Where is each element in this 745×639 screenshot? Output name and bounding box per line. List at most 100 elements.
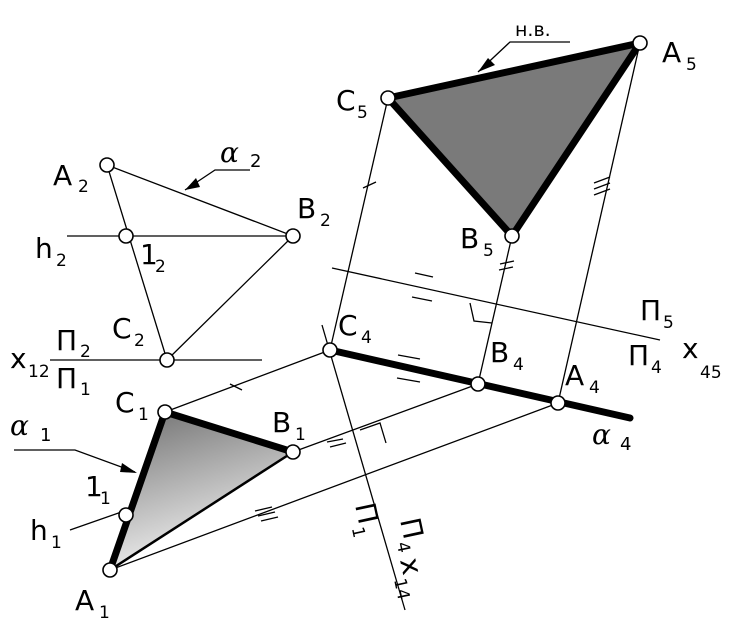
label-alpha4-sub: 4 [620, 434, 631, 455]
label-pi2-sub: 2 [80, 342, 91, 362]
tick-mark [257, 511, 276, 517]
triangle-abc-5-fill [388, 43, 640, 236]
tick-mark [229, 383, 243, 391]
label-a4-sub: 4 [589, 378, 600, 398]
tick-mark [593, 188, 611, 196]
label-alpha1-sub: 1 [40, 425, 51, 446]
label-c4: C [338, 309, 358, 342]
label-x14: x [393, 555, 429, 578]
tick-mark [411, 296, 433, 302]
point-a5 [632, 35, 648, 51]
frontal-projection [50, 157, 301, 368]
label-1-2-sub: 2 [155, 257, 166, 277]
label-h2-sub: 2 [56, 251, 67, 271]
point-b1 [285, 444, 301, 460]
label-h1: h [30, 514, 48, 547]
projector-a [109, 402, 559, 571]
label-c1: C [115, 386, 135, 419]
label-a1: A [75, 584, 94, 617]
label-c1-sub: 1 [138, 405, 149, 425]
label-1-2: 1 [140, 238, 158, 271]
alpha1-leader [14, 449, 136, 473]
label-a4: A [565, 359, 584, 392]
label-c5-sub: 5 [357, 103, 368, 123]
label-true-size: н.в. [515, 19, 551, 41]
label-b4-sub: 4 [513, 355, 524, 375]
triangle-abc-1-fill [110, 412, 293, 570]
tick-mark [593, 182, 611, 190]
tick-mark [362, 181, 377, 189]
label-pi1-vertical-group: Π 1 [347, 500, 385, 540]
label-x14-sub: 14 [389, 577, 413, 602]
label-b1: B [272, 406, 291, 439]
projector-c [164, 349, 331, 413]
label-1-1-sub: 1 [100, 489, 111, 509]
label-pi4-vertical-group: Π 4 [392, 515, 430, 555]
point-c2 [159, 352, 175, 368]
label-a2-sub: 2 [78, 177, 89, 197]
point-1-1 [118, 507, 134, 523]
label-pi5-sub: 5 [663, 313, 674, 333]
right-angle-45 [469, 302, 493, 324]
triangle-abc-2 [105, 163, 295, 362]
label-c5: C [336, 84, 356, 117]
label-pi2: Π [56, 324, 77, 357]
triangle-abc-5-edges [384, 39, 644, 240]
label-alpha2-sub: 2 [250, 151, 261, 172]
label-b5-sub: 5 [483, 241, 494, 261]
point-b5 [504, 228, 520, 244]
label-pi1-vertical-sub: 1 [347, 525, 369, 540]
point-a1 [102, 562, 118, 578]
tick-mark [260, 516, 279, 522]
label-pi1-sub: 1 [80, 380, 91, 400]
label-pi4-vertical-sub: 4 [392, 540, 414, 555]
tick-mark [396, 377, 421, 383]
label-a5: A [662, 36, 681, 69]
label-alpha2: α [220, 136, 239, 169]
point-b2 [285, 228, 301, 244]
triangle-abc-1-edge-ab [109, 450, 294, 572]
label-x45: x [682, 332, 699, 365]
label-pi5: Π [640, 294, 661, 327]
label-h1-sub: 1 [51, 533, 62, 553]
point-a2 [99, 157, 115, 173]
point-b4 [470, 376, 486, 392]
label-b4: B [490, 336, 509, 369]
tick-mark [499, 260, 515, 265]
label-pi4-right-sub: 4 [651, 358, 662, 378]
projector-c45 [329, 97, 389, 351]
tick-mark [254, 506, 273, 512]
horizontal-projection [14, 404, 301, 578]
label-b5: B [460, 222, 479, 255]
projection-lines [69, 42, 661, 611]
right-angle-14 [359, 422, 387, 444]
point-1-2 [118, 228, 134, 244]
label-x12-sub: 12 [28, 362, 50, 382]
label-pi1: Π [56, 362, 77, 395]
axis-x45 [331, 267, 661, 341]
label-b2: B [297, 192, 316, 225]
label-a1-sub: 1 [99, 603, 110, 623]
tick-mark [498, 266, 514, 271]
tick-mark [397, 354, 421, 360]
label-b1-sub: 1 [295, 425, 306, 445]
label-pi4-right: Π [628, 339, 649, 372]
tick-mark [326, 438, 344, 443]
label-c2: C [112, 312, 132, 345]
projector-a45 [557, 42, 641, 404]
label-h2: h [35, 232, 53, 265]
label-x14-group: x 14 [389, 555, 429, 602]
alpha1-arrowhead [120, 463, 137, 473]
point-c1 [157, 404, 173, 420]
label-pi4-vertical: Π [393, 515, 430, 542]
label-x45-sub: 45 [700, 363, 722, 383]
labels: A 2 B 2 C 2 h 2 1 2 α 2 x 12 Π 2 Π 1 C 1… [10, 19, 722, 623]
label-c2-sub: 2 [134, 331, 145, 351]
label-x12: x [10, 342, 27, 375]
true-size-arrowhead [478, 58, 495, 72]
label-1-1: 1 [85, 470, 103, 503]
label-alpha4: α [592, 418, 611, 451]
tick-mark [593, 176, 611, 184]
